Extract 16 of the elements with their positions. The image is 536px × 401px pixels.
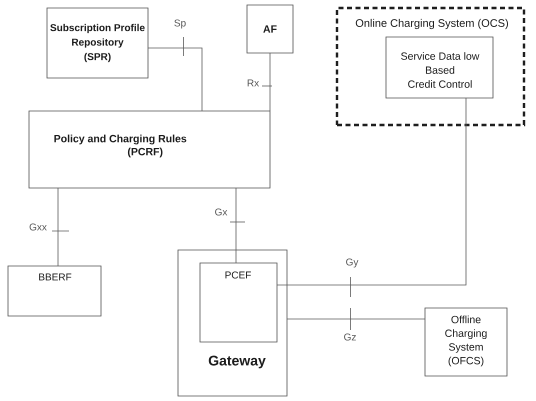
interface-line <box>286 318 426 320</box>
function-box: BBERF <box>8 266 102 316</box>
function-box: Policy and Charging Rules (PCRF) <box>28 110 270 188</box>
interface-label: Gz <box>342 332 358 342</box>
interface-line <box>276 98 466 286</box>
function-box: Service Data low Based Credit Control <box>386 36 494 98</box>
interface-label: Rx <box>246 78 260 88</box>
function-box: Offline Charging System (OFCS) <box>424 308 508 376</box>
interface-label: Sp <box>172 18 188 30</box>
function-box: Subscription Profile Repository (SPR) <box>46 8 148 78</box>
interface-line <box>148 48 202 112</box>
interface-label: Gx <box>214 207 228 217</box>
function-box: PCEF <box>200 262 278 342</box>
interface-label: Gxx <box>28 222 48 232</box>
interface-label: Gy <box>344 257 360 269</box>
function-box: AF <box>246 4 294 54</box>
